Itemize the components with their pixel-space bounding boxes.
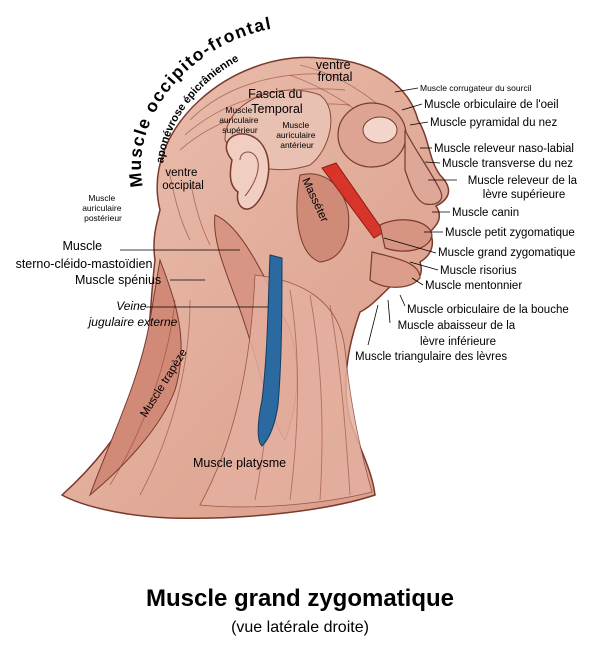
label-pyramidal: Muscle pyramidal du nez	[430, 117, 557, 129]
label-splenius: Muscle spénius	[75, 273, 161, 287]
masseter	[296, 173, 350, 263]
label-petit-zygo: Muscle petit zygomatique	[445, 227, 575, 239]
label-auric-ant: Muscle auriculaire antérieur	[276, 120, 318, 150]
label-orbiculaire-oeil: Muscle orbiculaire de l'oeil	[424, 99, 559, 111]
label-orbiculaire-bouche: Muscle orbiculaire de la bouche	[407, 304, 569, 316]
chin	[369, 251, 421, 288]
label-platysme: Muscle platysme	[193, 456, 286, 470]
label-ventre-occipital: ventre occipital	[162, 167, 204, 192]
external-jugular-vein	[257, 254, 283, 447]
label-mentonnier: Muscle mentonnier	[425, 280, 522, 292]
left-labels: Muscle sterno-cléido-mastoïdien Muscle s…	[16, 239, 268, 329]
label-canin: Muscle canin	[452, 207, 519, 219]
label-auric-sup: Muscle auriculaire supérieur	[219, 105, 261, 135]
nose	[404, 129, 443, 205]
eyelid	[362, 116, 398, 144]
label-risorius: Muscle risorius	[440, 265, 517, 277]
label-triangulaire: Muscle triangulaire des lèvres	[355, 351, 507, 363]
label-releveur-levre: Muscle releveur de la lèvre supérieure	[468, 175, 581, 201]
label-transverse: Muscle transverse du nez	[442, 158, 573, 170]
platysma-area	[199, 274, 373, 508]
figure-title: Muscle grand zygomatique	[146, 585, 454, 612]
label-fascia-temporal: Fascia du Temporal	[248, 87, 306, 116]
ear-inner	[239, 151, 259, 197]
figure-subtitle: (vue latérale droite)	[231, 619, 369, 636]
label-auric-post: Muscle auriculaire postérieur	[82, 193, 124, 223]
head-neck-illustration	[60, 56, 450, 519]
label-jugulaire: Veine jugulaire externe	[87, 299, 178, 329]
label-ventre-frontal: ventre frontal	[316, 58, 354, 84]
orbicularis-oris	[379, 219, 433, 252]
right-labels: Muscle corrugateur du sourcil Muscle orb…	[355, 83, 581, 363]
ear	[225, 133, 270, 210]
label-abaisseur-levre: Muscle abaisseur de la lèvre inférieure	[398, 320, 519, 348]
label-sterno: Muscle sterno-cléido-mastoïdien	[16, 239, 153, 271]
label-grand-zygo: Muscle grand zygomatique	[438, 247, 575, 259]
trapezius	[88, 258, 182, 497]
label-releveur-naso: Muscle releveur naso-labial	[434, 143, 574, 155]
label-corrugateur: Muscle corrugateur du sourcil	[420, 83, 532, 93]
